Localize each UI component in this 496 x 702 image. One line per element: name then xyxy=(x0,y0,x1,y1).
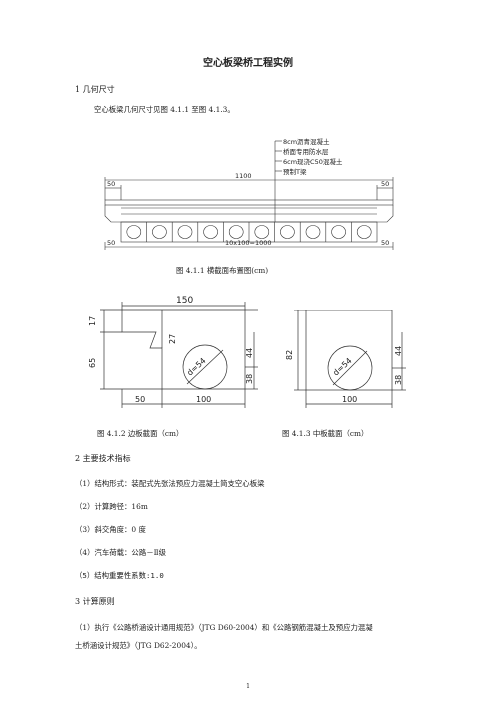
figure-3-caption: 图 4.1.3 中板截面（cm） xyxy=(282,429,369,438)
indicator-4: （4）汽车荷载：公路－Ⅱ级 xyxy=(75,548,167,557)
dim-17: 17 xyxy=(88,316,97,326)
dim-44: 44 xyxy=(394,346,403,356)
page-title: 空心板梁桥工程实例 xyxy=(203,58,293,69)
edge-plate-figure: 150 17 65 27 d=54 44 38 50 100 xyxy=(88,296,258,408)
principle-line-2: 土桥涵设计规范》（JTG D62-2004）。 xyxy=(75,641,202,650)
dim-100: 100 xyxy=(196,395,211,404)
dim-total: 1100 xyxy=(235,172,252,180)
middle-plate-figure: 82 d=54 44 38 100 xyxy=(285,310,406,408)
cross-section-figure: 8cm沥青混凝土 桥面专用防水层 6cm现浇C50混凝土 预制T梁 xyxy=(104,137,394,250)
dim-44: 44 xyxy=(245,348,254,358)
dim-left-bottom: 50 xyxy=(107,239,115,247)
dim-middle: 10x100=1000 xyxy=(225,239,272,247)
callout-precast: 预制T梁 xyxy=(283,167,307,176)
indicator-5: （5）结构重要性系数:1.0 xyxy=(75,571,164,580)
callout-asphalt: 8cm沥青混凝土 xyxy=(283,137,330,146)
dim-38: 38 xyxy=(245,374,254,384)
circle-diameter: d=54 xyxy=(331,356,353,377)
section-2-heading: 2 主要技术指标 xyxy=(75,454,131,463)
dim-38: 38 xyxy=(394,375,403,385)
indicator-2: （2）计算跨径：16m xyxy=(75,502,148,511)
dim-150: 150 xyxy=(176,296,193,306)
dim-right-top: 50 xyxy=(381,180,389,188)
dim-65: 65 xyxy=(88,358,97,368)
indicator-3: （3）斜交角度：0 度 xyxy=(75,525,146,534)
callout-concrete: 6cm现浇C50混凝土 xyxy=(283,157,343,166)
dim-right-bottom: 50 xyxy=(381,239,389,247)
figure-1-caption: 图 4.1.1 横截面布置图(cm) xyxy=(176,266,269,275)
page-number: 1 xyxy=(246,683,250,690)
callout-waterproof: 桥面专用防水层 xyxy=(283,147,329,156)
figure-2-caption: 图 4.1.2 边板截面（cm） xyxy=(97,429,184,438)
dim-100: 100 xyxy=(342,395,357,404)
section-1-heading: 1 几何尺寸 xyxy=(75,85,115,94)
dim-27: 27 xyxy=(168,334,177,344)
principle-line-1: （1）执行《公路桥涵设计通用规范》（JTG D60-2004）和《公路钢筋混凝土… xyxy=(75,623,373,632)
circle-diameter: d=54 xyxy=(185,356,207,377)
dim-50: 50 xyxy=(135,395,145,404)
indicator-1: （1）结构形式：装配式先张法预应力混凝土简支空心板梁 xyxy=(75,479,265,488)
dim-left-top: 50 xyxy=(107,180,115,188)
dim-82: 82 xyxy=(285,350,294,360)
section-1-text: 空心板梁几何尺寸见图 4.1.1 至图 4.1.3。 xyxy=(94,105,235,114)
section-3-heading: 3 计算原则 xyxy=(75,597,115,606)
